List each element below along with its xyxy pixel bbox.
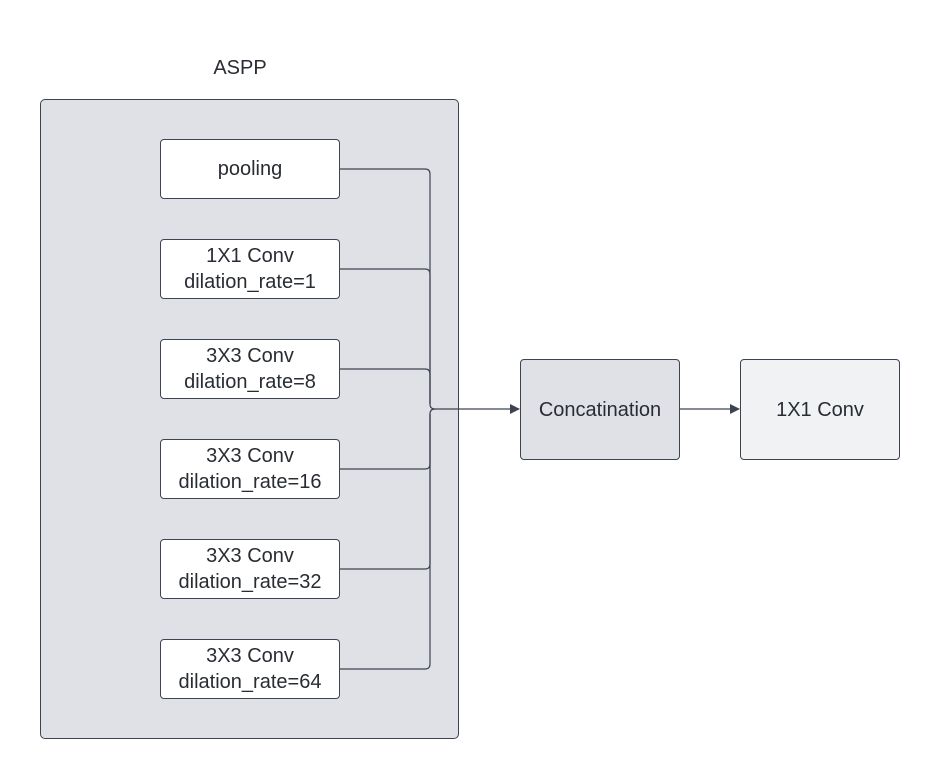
branch-conv-1x1-rate1-rate: dilation_rate=1 bbox=[184, 271, 316, 293]
concatenation-label: Concatination bbox=[538, 398, 662, 421]
branch-conv-3x3-rate8-rate: dilation_rate=8 bbox=[184, 371, 316, 393]
branch-conv-1x1-rate1-node[interactable]: 1X1 Conv dilation_rate=1 bbox=[160, 239, 340, 299]
branch-conv-1x1-rate1-type: 1X1 Conv bbox=[206, 245, 294, 267]
branch-conv-3x3-rate64-rate: dilation_rate=64 bbox=[178, 671, 322, 693]
branch-pooling-label: pooling bbox=[217, 158, 283, 180]
branch-conv-3x3-rate32-node[interactable]: 3X3 Conv dilation_rate=32 bbox=[160, 539, 340, 599]
branch-conv-3x3-rate32-rate: dilation_rate=32 bbox=[178, 571, 322, 593]
aspp-group-title: ASPP bbox=[213, 57, 267, 79]
branch-conv-3x3-rate16-rate: dilation_rate=16 bbox=[178, 471, 322, 493]
branch-conv-3x3-rate64-node[interactable]: 3X3 Conv dilation_rate=64 bbox=[160, 639, 340, 699]
branch-conv-3x3-rate8-node[interactable]: 3X3 Conv dilation_rate=8 bbox=[160, 339, 340, 399]
branch-conv-3x3-rate64-type: 3X3 Conv bbox=[206, 645, 294, 667]
branch-conv-3x3-rate32-type: 3X3 Conv bbox=[206, 545, 294, 567]
output-conv-1x1-label: 1X1 Conv bbox=[776, 398, 864, 421]
concatenation-node[interactable]: Concatination bbox=[520, 359, 680, 460]
output-conv-1x1-node[interactable]: 1X1 Conv bbox=[740, 359, 900, 460]
branch-pooling-node[interactable]: pooling bbox=[160, 139, 340, 199]
branch-conv-3x3-rate8-type: 3X3 Conv bbox=[206, 345, 294, 367]
branch-conv-3x3-rate16-node[interactable]: 3X3 Conv dilation_rate=16 bbox=[160, 439, 340, 499]
branch-conv-3x3-rate16-type: 3X3 Conv bbox=[206, 445, 294, 467]
